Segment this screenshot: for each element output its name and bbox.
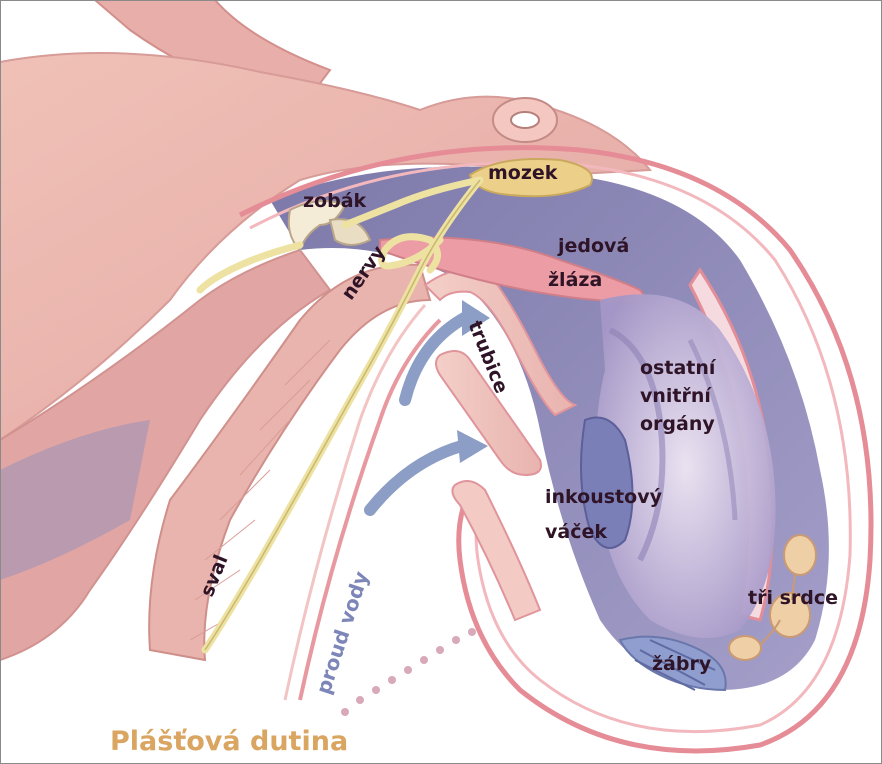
dotted-trail [341, 628, 476, 716]
label-tri-srdce: tři srdce [748, 588, 838, 609]
label-ostatni: ostatní [640, 358, 715, 379]
label-organy: orgány [640, 414, 715, 435]
label-jedova: jedová [558, 236, 629, 257]
label-zlaza: žláza [548, 270, 602, 291]
label-inkoustovy: inkoustový [545, 487, 662, 508]
label-vacek: váček [545, 522, 607, 543]
label-zabry: žábry [652, 654, 711, 675]
water-arrow-bottom [370, 445, 465, 510]
label-vnitrni: vnitřní [640, 386, 711, 407]
label-zobak: zobák [303, 191, 366, 212]
label-plastova-dutina: Plášťová dutina [110, 727, 348, 757]
label-mozek: mozek [488, 163, 557, 184]
